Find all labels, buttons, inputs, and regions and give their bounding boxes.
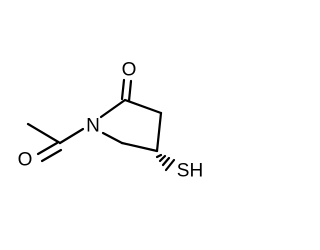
bond-c2-o-carbonyl-2 xyxy=(127,79,133,103)
bond-acetyl-c-o-1 xyxy=(36,141,59,156)
bond-c2-c3 xyxy=(123,98,163,115)
bond-c5-n xyxy=(101,131,124,145)
atom-label-ring-nitrogen: N xyxy=(86,116,100,137)
bond-acetyl-c-methyl xyxy=(26,122,62,145)
stereo-hashed-wedge xyxy=(155,153,176,172)
bond-c4-c5 xyxy=(120,141,159,153)
atom-label-acetyl-oxygen: O xyxy=(18,150,33,171)
bond-acetyl-c-o-2 xyxy=(40,148,63,163)
bond-n-c2 xyxy=(99,98,127,119)
structure-diagram: O N O SH xyxy=(18,60,204,182)
bond-c2-o-carbonyl-1 xyxy=(120,78,126,101)
bond-c3-c4 xyxy=(155,111,163,153)
atom-label-carbonyl-oxygen: O xyxy=(122,60,137,81)
bond-n-acetyl-c xyxy=(58,127,85,145)
atom-label-thiol: SH xyxy=(177,161,203,182)
